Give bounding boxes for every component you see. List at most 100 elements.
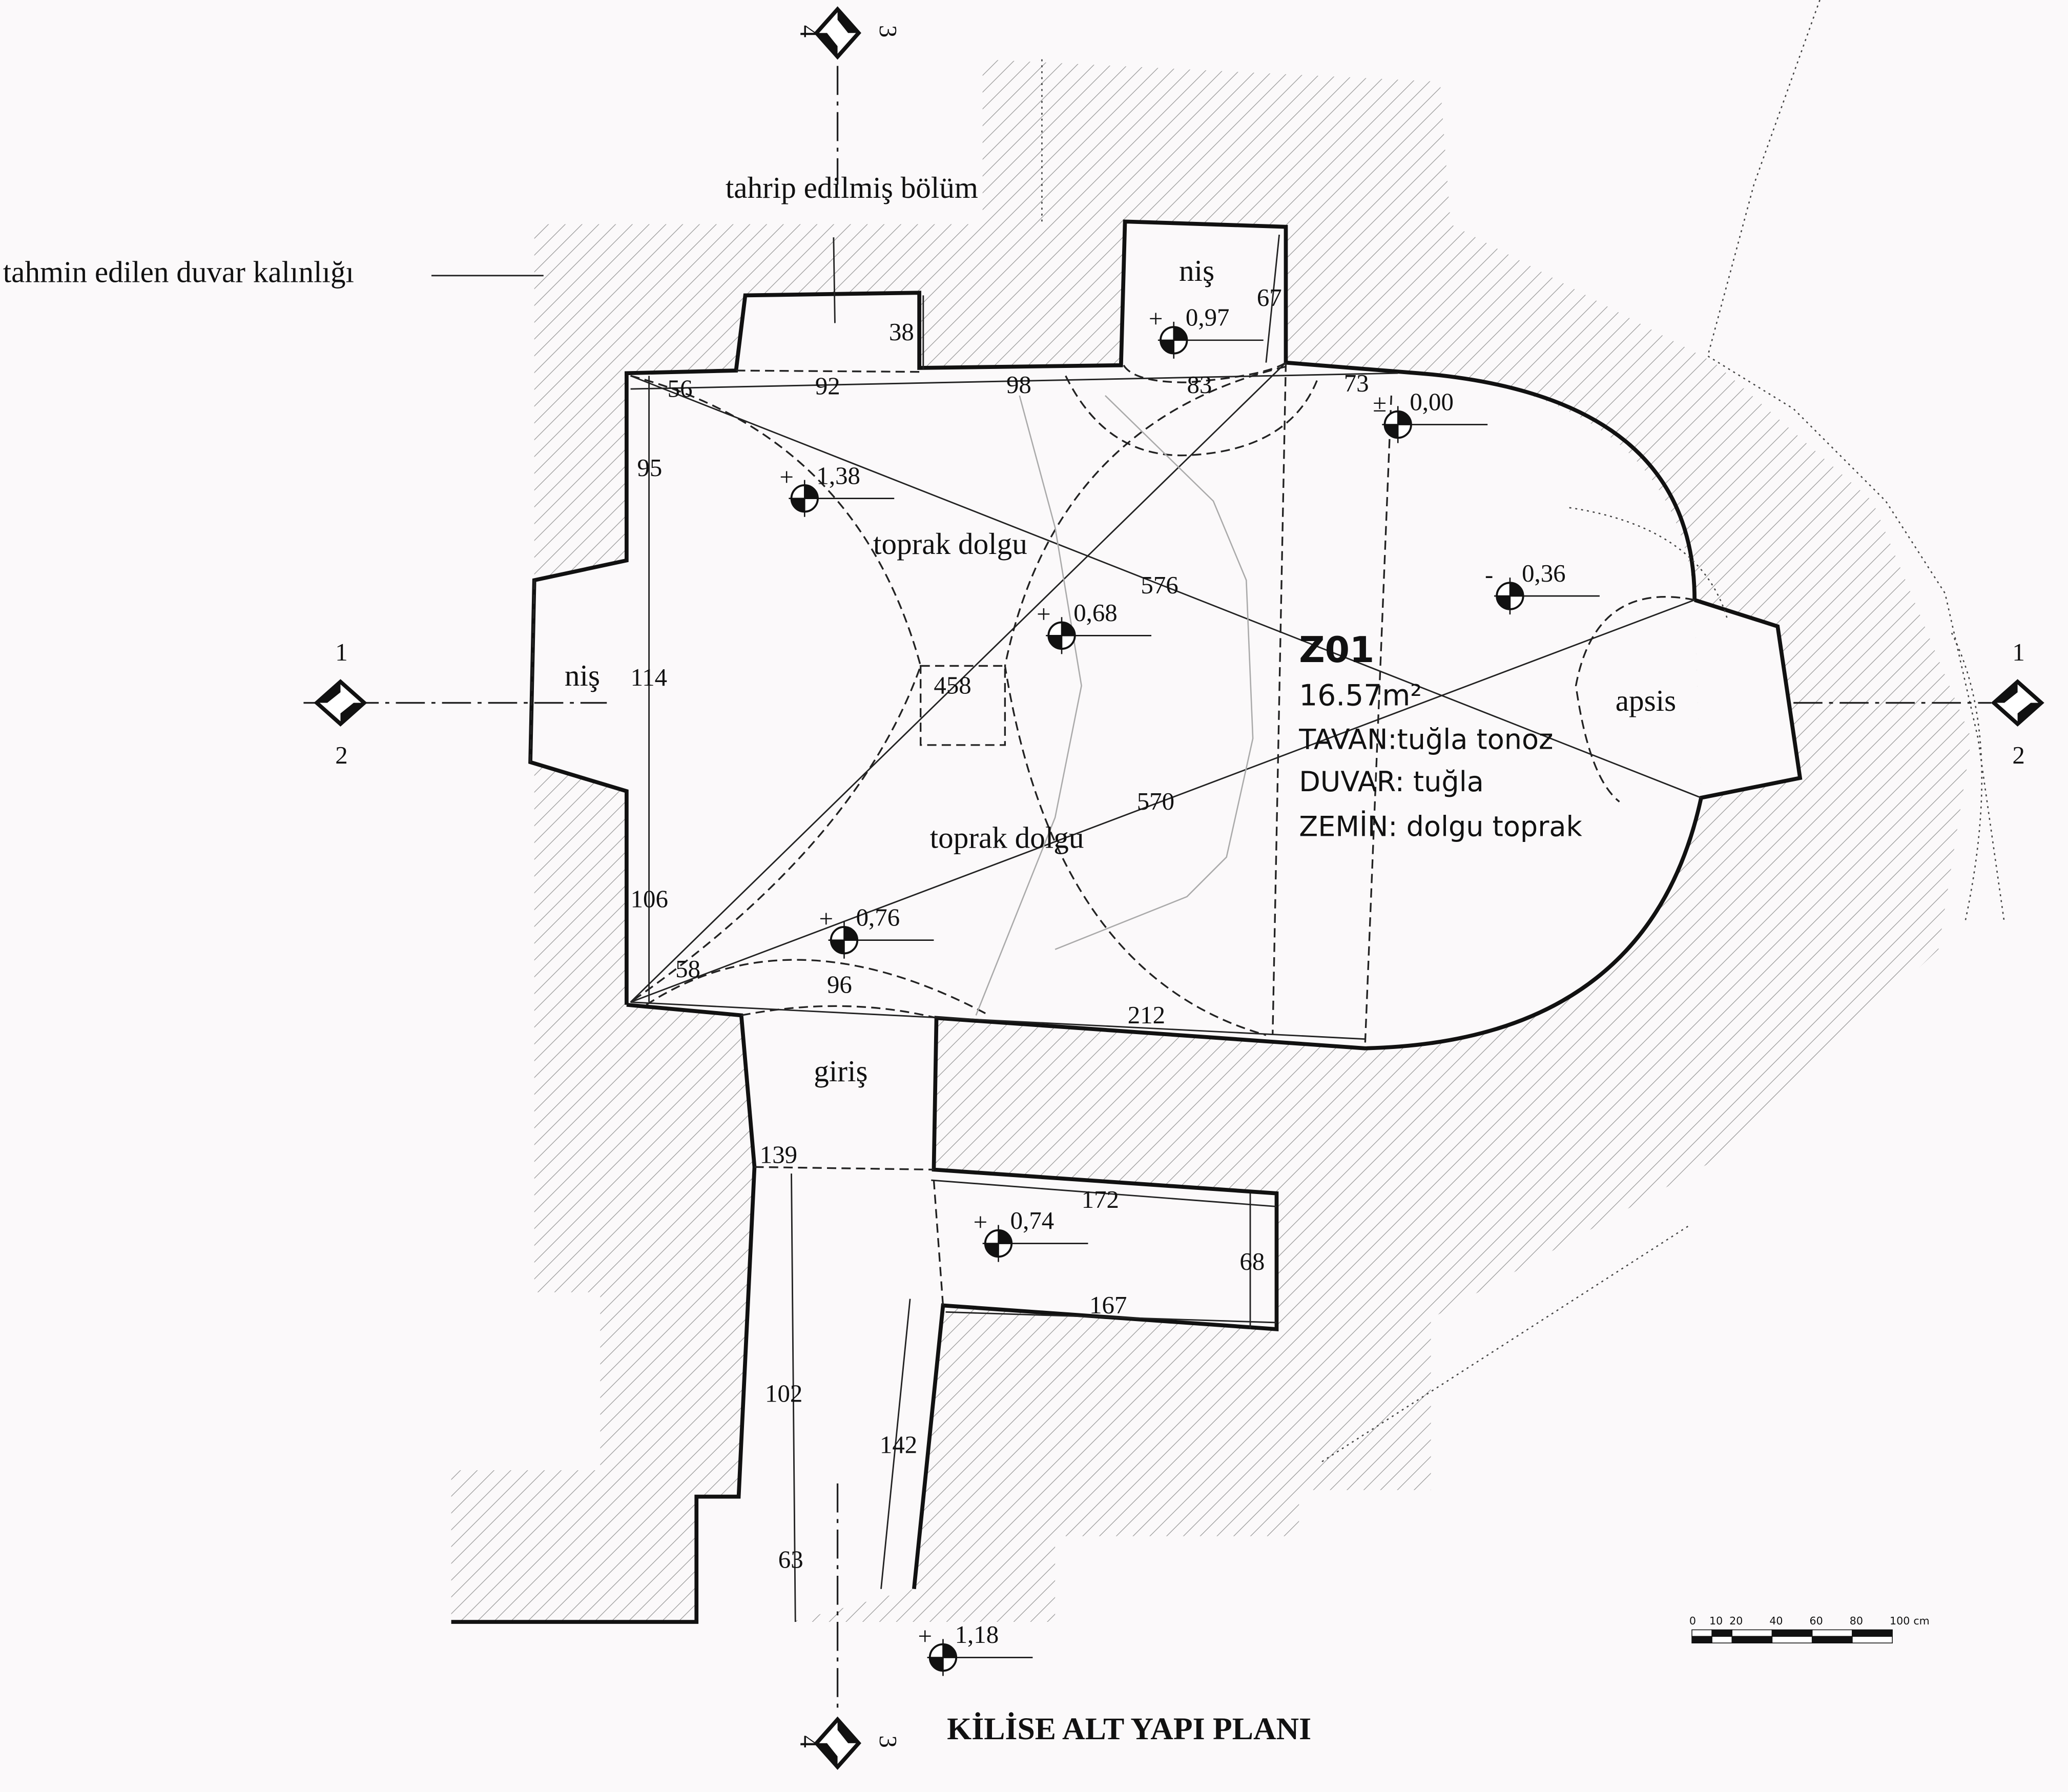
section-label: 1 (335, 638, 347, 666)
elevation-sign: ± (1373, 389, 1387, 417)
apse-label: apsis (1616, 684, 1676, 717)
dimension-label: 73 (1344, 369, 1369, 397)
scale-unit: cm (1913, 1615, 1929, 1627)
section-marker-top: 4 3 (795, 6, 902, 60)
elevation-marker: ±0,00 (1373, 387, 1488, 443)
scale-segment (1811, 1636, 1853, 1643)
nis-left-label: niş (565, 658, 600, 692)
room-ceiling: TAVAN:tuğla tonoz (1298, 724, 1553, 756)
dimension-label: 92 (815, 372, 840, 400)
elevation-value: 0,00 (1410, 387, 1454, 416)
vault-line (1364, 395, 1393, 1048)
vault-line (630, 375, 922, 1003)
elevation-sign: + (819, 904, 834, 933)
scale-segment (1731, 1636, 1773, 1643)
estimated-wall-label: tahmin edilen duvar kalınlığı (3, 255, 354, 289)
vault-line (1272, 362, 1287, 1036)
dimension-label: 102 (765, 1379, 802, 1407)
dimension-line-bottom (630, 1001, 1365, 1040)
vault-line (1065, 375, 1320, 457)
leader-line (431, 237, 836, 323)
elevation-value: 1,38 (816, 461, 860, 489)
dimension-label: 570 (1137, 787, 1174, 815)
elevation-marker: +1,18 (918, 1620, 1033, 1676)
dimension-label: 139 (760, 1141, 797, 1169)
scale-segment (1771, 1629, 1813, 1637)
section-label: 4 (795, 25, 823, 37)
elevation-marker: +0,97 (1149, 303, 1264, 359)
entrance-label: giriş (814, 1054, 867, 1088)
scale-tick-label: 80 (1850, 1615, 1863, 1627)
dimension-line-top (630, 372, 1398, 390)
elevation-value: 0,76 (856, 903, 900, 931)
scale-tick-label: 0 (1689, 1615, 1696, 1627)
diagonal (630, 362, 1287, 1003)
apse-wall (912, 598, 1803, 1590)
fill-lower-label: toprak dolgu (930, 821, 1084, 855)
section-label: 2 (2012, 741, 2024, 769)
scale-tick-label: 40 (1769, 1615, 1783, 1627)
dotted-boundary (1707, 0, 2005, 923)
room-floor-type: ZEMİN: dolgu toprak (1299, 810, 1582, 842)
scale-segment (1771, 1636, 1813, 1643)
diagonal-570 (630, 599, 1695, 1003)
scale-tick-label: 100 (1890, 1615, 1910, 1627)
terrain-line (975, 395, 1254, 1016)
elevation-marker: +0,76 (819, 903, 934, 959)
elevation-sign: + (918, 1622, 933, 1650)
section-marker-bottom: 4 3 (795, 1716, 902, 1770)
scale-segment (1811, 1629, 1853, 1637)
dimension-label: 106 (631, 884, 668, 913)
dimension-labels: 56 92 98 83 73 38 67 95 114 106 458 576 … (631, 283, 1369, 1574)
dimension-label: 68 (1239, 1247, 1265, 1275)
elevation-sign: + (974, 1208, 988, 1236)
dimension-label: 67 (1257, 283, 1282, 312)
dimension-label: 95 (637, 454, 662, 482)
scale-segment (1852, 1636, 1893, 1643)
scale-segment (1852, 1629, 1893, 1637)
elevation-value: 0,36 (1522, 559, 1566, 587)
nis-top-label: niş (1179, 254, 1214, 287)
dimension-label: 38 (889, 318, 914, 346)
scale-segment (1691, 1636, 1712, 1643)
elevation-value: 0,68 (1073, 599, 1118, 627)
scale-tick-label: 60 (1810, 1615, 1823, 1627)
dimension-label: 458 (934, 671, 971, 699)
elevation-markers: +1,38+0,97±0,00+0,68-0,36+0,76+0,74+1,18 (779, 303, 1600, 1676)
dotted-boundary (1041, 59, 1728, 1465)
dimension-label: 98 (1006, 370, 1031, 399)
section-label: 2 (335, 741, 347, 769)
elevation-marker: +0,74 (974, 1206, 1088, 1262)
scale-tick-label: 10 (1709, 1615, 1723, 1627)
elevation-sign: + (779, 463, 794, 491)
room-code: Z01 (1299, 630, 1374, 671)
dimension-line (791, 234, 1280, 1622)
dimension-label: 576 (1141, 571, 1178, 599)
elevation-sign: + (1037, 600, 1051, 628)
scale-segment (1731, 1629, 1773, 1637)
elevation-value: 1,18 (955, 1620, 999, 1649)
elevation-marker: +0,68 (1037, 599, 1152, 654)
vault-line (736, 369, 920, 373)
dimension-label: 114 (631, 663, 668, 691)
scale-segment (1711, 1629, 1733, 1637)
entrance-line (754, 1166, 934, 1171)
section-marker-right: 1 2 (1991, 638, 2044, 769)
elevation-marker: - 0,36 (1485, 559, 1600, 615)
apse-floor (1694, 600, 1801, 798)
section-label: 3 (874, 1735, 902, 1747)
elevation-value: 0,97 (1186, 303, 1230, 332)
dimension-label: 212 (1128, 1001, 1165, 1029)
section-label: 3 (874, 25, 902, 37)
elevation-sign: - (1485, 560, 1493, 588)
elevation-sign: + (1149, 304, 1163, 333)
section-marker-left: 1 2 (314, 638, 367, 769)
room-wall: DUVAR: tuğla (1299, 766, 1484, 798)
dimension-label: 58 (675, 955, 700, 983)
dimension-label: 56 (668, 375, 693, 403)
elevation-marker: +1,38 (779, 461, 895, 517)
room-floor (530, 221, 1702, 1622)
apse-vault (1575, 596, 1695, 802)
